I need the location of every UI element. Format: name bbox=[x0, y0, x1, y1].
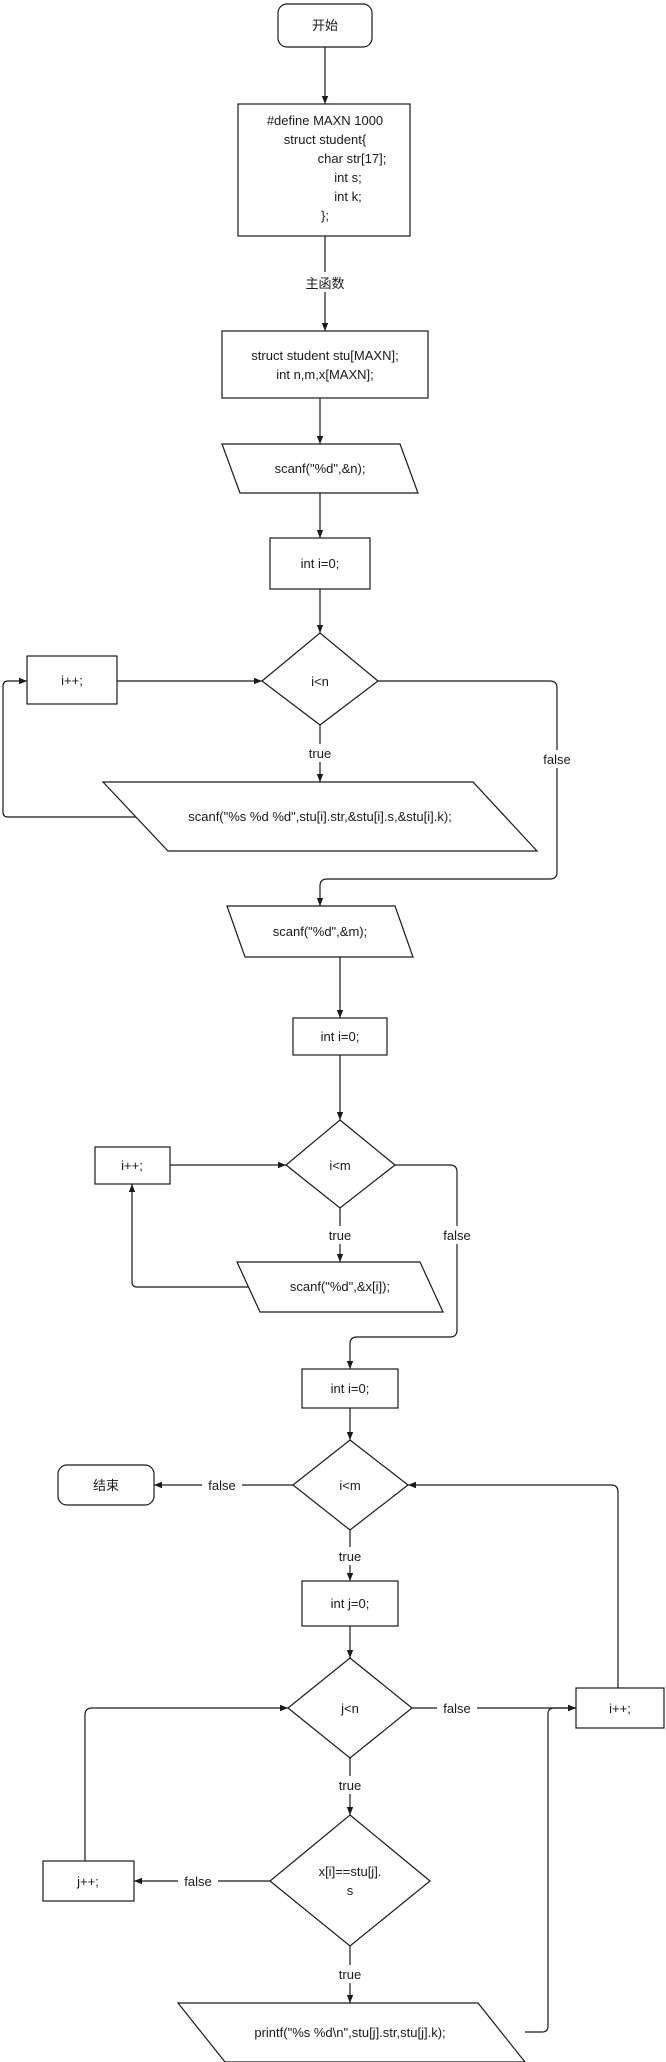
init-i3-text: int i=0; bbox=[331, 1381, 370, 1396]
decl-line: int n,m,x[MAXN]; bbox=[276, 367, 374, 382]
true-label: true bbox=[339, 1778, 361, 1793]
cond-eq-text: x[i]==stu[j]. bbox=[319, 1864, 382, 1879]
false-label: false bbox=[443, 1701, 470, 1716]
define-line: int k; bbox=[334, 189, 361, 204]
label-false-cond-m1: false bbox=[437, 1226, 477, 1244]
scan-n-text: scanf("%d",&n); bbox=[275, 461, 366, 476]
cond-n-decision: i<n bbox=[261, 632, 379, 726]
print-text: printf("%s %d\n",stu[j].str,stu[j].k); bbox=[254, 2025, 445, 2040]
inc-i2-process: i++; bbox=[94, 1146, 171, 1185]
init-i1-process: int i=0; bbox=[269, 537, 371, 590]
edge-inc-j-cond-j bbox=[84, 1704, 288, 1861]
cond-j-text: j<n bbox=[340, 1701, 359, 1716]
label-true-cond-m2: true bbox=[332, 1547, 368, 1565]
edge-cond-n-false bbox=[316, 680, 558, 906]
define-line: struct student{ bbox=[284, 132, 367, 147]
edge-scan-x-loop bbox=[128, 1184, 283, 1288]
cond-m2-text: i<m bbox=[339, 1478, 360, 1493]
false-label: false bbox=[184, 1874, 211, 1889]
inc-i3-text: i++; bbox=[609, 1701, 631, 1716]
label-true-cond-m1: true bbox=[322, 1226, 358, 1244]
label-false-cond-j: false bbox=[437, 1699, 477, 1717]
label-false-cond-n: false bbox=[537, 750, 577, 768]
cond-n-text: i<n bbox=[311, 674, 329, 689]
false-label: false bbox=[543, 752, 570, 767]
end-text: 结束 bbox=[93, 1478, 119, 1493]
cond-eq-decision: x[i]==stu[j]. s bbox=[269, 1814, 431, 1947]
edges bbox=[2, 47, 619, 2033]
scan-n-io: scanf("%d",&n); bbox=[221, 443, 419, 494]
scan-stu-text: scanf("%s %d %d",stu[i].str,&stu[i].s,&s… bbox=[188, 809, 452, 824]
edge-scan-stu-loop bbox=[2, 677, 140, 818]
define-line: char str[17]; bbox=[318, 151, 387, 166]
edge-inc-i3-cond-m2 bbox=[408, 1481, 619, 1688]
cond-m2-decision: i<m bbox=[292, 1439, 409, 1531]
cond-j-decision: j<n bbox=[287, 1657, 413, 1759]
cond-m1-decision: i<m bbox=[285, 1119, 396, 1209]
define-line: }; bbox=[321, 208, 329, 223]
init-i2-process: int i=0; bbox=[292, 1017, 388, 1056]
label-true-cond-j: true bbox=[332, 1776, 368, 1794]
label-false-cond-m2: false bbox=[202, 1476, 242, 1494]
scan-x-io: scanf("%d",&x[i]); bbox=[236, 1261, 444, 1313]
nodes: 开始 #define MAXN 1000 struct student{ cha… bbox=[26, 3, 665, 2062]
init-i3-process: int i=0; bbox=[301, 1368, 399, 1409]
define-block: #define MAXN 1000 struct student{ char s… bbox=[237, 103, 411, 237]
false-label: false bbox=[443, 1228, 470, 1243]
decl-line: struct student stu[MAXN]; bbox=[251, 348, 398, 363]
scan-m-io: scanf("%d",&m); bbox=[226, 905, 414, 958]
label-main: 主函数 bbox=[296, 272, 354, 292]
start-node: 开始 bbox=[277, 3, 373, 48]
inc-j-text: j++; bbox=[76, 1874, 99, 1889]
start-text: 开始 bbox=[312, 18, 338, 33]
end-node: 结束 bbox=[57, 1464, 155, 1506]
true-label: true bbox=[329, 1228, 351, 1243]
edge-print-inc-i3 bbox=[525, 1704, 576, 2033]
cond-eq-text: s bbox=[347, 1883, 354, 1898]
print-io: printf("%s %d\n",stu[j].str,stu[j].k); bbox=[176, 2002, 526, 2062]
scan-x-text: scanf("%d",&x[i]); bbox=[290, 1279, 390, 1294]
decl-block: struct student stu[MAXN]; int n,m,x[MAXN… bbox=[221, 330, 429, 399]
inc-i1-text: i++; bbox=[61, 673, 83, 688]
define-line: #define MAXN 1000 bbox=[267, 113, 383, 128]
false-label: false bbox=[208, 1478, 235, 1493]
init-i1-text: int i=0; bbox=[301, 556, 340, 571]
edge-cond-m1-false bbox=[346, 1164, 458, 1369]
true-label: true bbox=[309, 746, 331, 761]
inc-i3-process: i++; bbox=[575, 1687, 665, 1729]
label-true-cond-n: true bbox=[302, 744, 338, 762]
scan-m-text: scanf("%d",&m); bbox=[273, 924, 367, 939]
scan-stu-io: scanf("%s %d %d",stu[i].str,&stu[i].s,&s… bbox=[101, 781, 539, 852]
label-false-cond-eq: false bbox=[178, 1872, 218, 1890]
label-true-cond-eq: true bbox=[332, 1965, 368, 1983]
main-function-label: 主函数 bbox=[305, 276, 344, 291]
inc-i2-text: i++; bbox=[121, 1158, 143, 1173]
init-i2-text: int i=0; bbox=[321, 1029, 360, 1044]
cond-m1-text: i<m bbox=[329, 1158, 350, 1173]
edge-labels: 主函数 true false true false false true fa bbox=[178, 272, 577, 1983]
init-j-process: int j=0; bbox=[301, 1580, 399, 1627]
inc-j-process: j++; bbox=[42, 1860, 135, 1902]
true-label: true bbox=[339, 1967, 361, 1982]
init-j-text: int j=0; bbox=[331, 1596, 370, 1611]
inc-i1-process: i++; bbox=[26, 655, 118, 705]
true-label: true bbox=[339, 1549, 361, 1564]
define-line: int s; bbox=[334, 170, 361, 185]
